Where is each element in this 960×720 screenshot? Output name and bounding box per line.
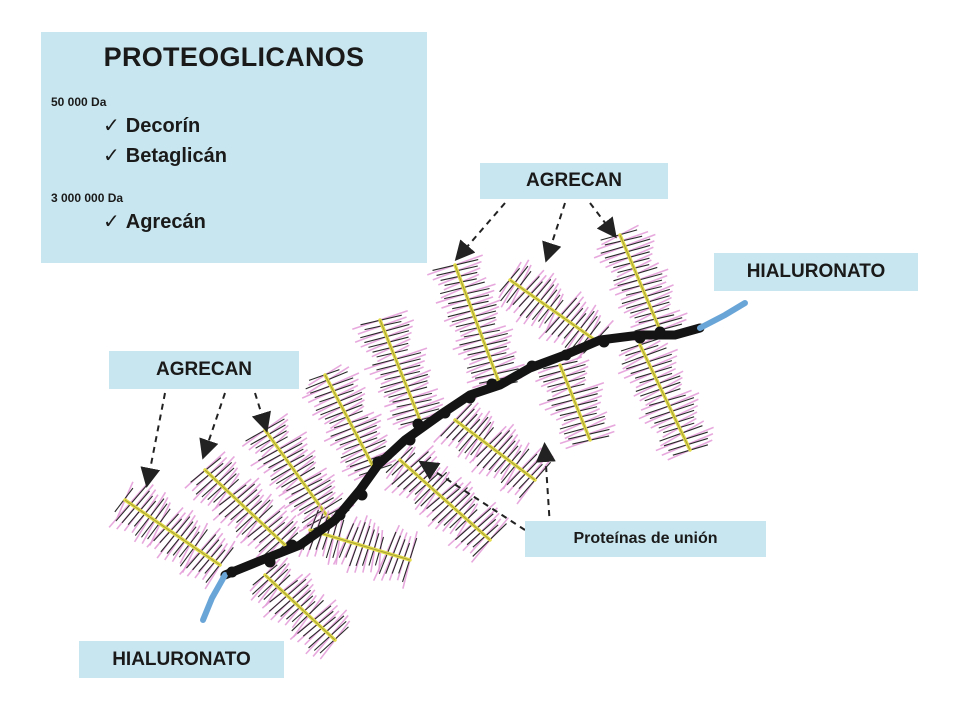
- hyaluronate-end-left: [200, 572, 228, 623]
- aggrecan-molecule: [298, 502, 418, 589]
- check-icon: ✓: [103, 145, 120, 167]
- aggrecan-molecules: [108, 224, 714, 660]
- link-protein-dot: [404, 434, 416, 446]
- link-protein-dot: [560, 349, 572, 361]
- link-protein-dot: [654, 326, 666, 338]
- list-item: ✓Decorín: [103, 115, 201, 137]
- link-protein-dot: [286, 539, 298, 551]
- agrecan-label-left: AGRECAN: [109, 351, 299, 389]
- pointer-arrow: [542, 202, 566, 263]
- link-protein-dot: [264, 556, 276, 568]
- link-protein-dot: [526, 360, 538, 372]
- aggrecan-molecule: [352, 309, 445, 431]
- proteinas-union-label: Proteínas de unión: [525, 521, 766, 557]
- aggrecan-molecule: [384, 440, 510, 563]
- pointer-arrow: [199, 392, 226, 460]
- link-proteins: [226, 326, 666, 578]
- check-icon: ✓: [103, 211, 120, 233]
- list-item: ✓Agrecán: [103, 211, 206, 233]
- aggrecan-molecule: [427, 254, 525, 394]
- pointer-arrow: [251, 392, 271, 433]
- pointer-arrow: [454, 202, 506, 262]
- link-protein-dot: [486, 378, 498, 390]
- aggrecan-molecule: [301, 364, 398, 481]
- link-protein-dot: [634, 332, 646, 344]
- link-protein-dot: [598, 336, 610, 348]
- link-protein-dot: [439, 407, 451, 419]
- link-protein-dot: [356, 489, 368, 501]
- hialuronato-label-bottom: HIALURONATO: [79, 641, 284, 678]
- link-protein-dot: [412, 418, 424, 430]
- hialuronato-label-right: HIALURONATO: [714, 253, 918, 291]
- aggrecan-molecule: [249, 557, 351, 660]
- aggrecan-molecule: [108, 478, 236, 590]
- check-icon: ✓: [103, 115, 120, 137]
- info-title: PROTEOGLICANOS: [103, 42, 365, 72]
- aggrecan-molecule: [617, 333, 714, 461]
- group-weight-large: 3 000 000 Da: [51, 191, 124, 205]
- link-protein-dot: [226, 566, 238, 578]
- pointer-arrow: [140, 392, 166, 488]
- pointer-arrow: [535, 442, 556, 528]
- group-weight-small: 50 000 Da: [51, 95, 107, 109]
- hyaluronate-backbone: [220, 323, 705, 580]
- link-protein-dot: [372, 456, 384, 468]
- aggrecan-molecule: [535, 356, 616, 450]
- pointer-arrow: [589, 202, 617, 239]
- aggrecan-molecule: [593, 224, 688, 342]
- link-protein-dot: [464, 392, 476, 404]
- pointer-arrow: [418, 460, 526, 531]
- hyaluronate-end-right: [697, 300, 748, 331]
- pointer-arrows: [140, 202, 617, 531]
- list-item: ✓Betaglicán: [103, 145, 227, 167]
- link-protein-dot: [334, 509, 346, 521]
- proteoglycans-info-box: PROTEOGLICANOS 50 000 Da ✓Decorín ✓Betag…: [41, 32, 427, 263]
- agrecan-label-top: AGRECAN: [480, 163, 668, 199]
